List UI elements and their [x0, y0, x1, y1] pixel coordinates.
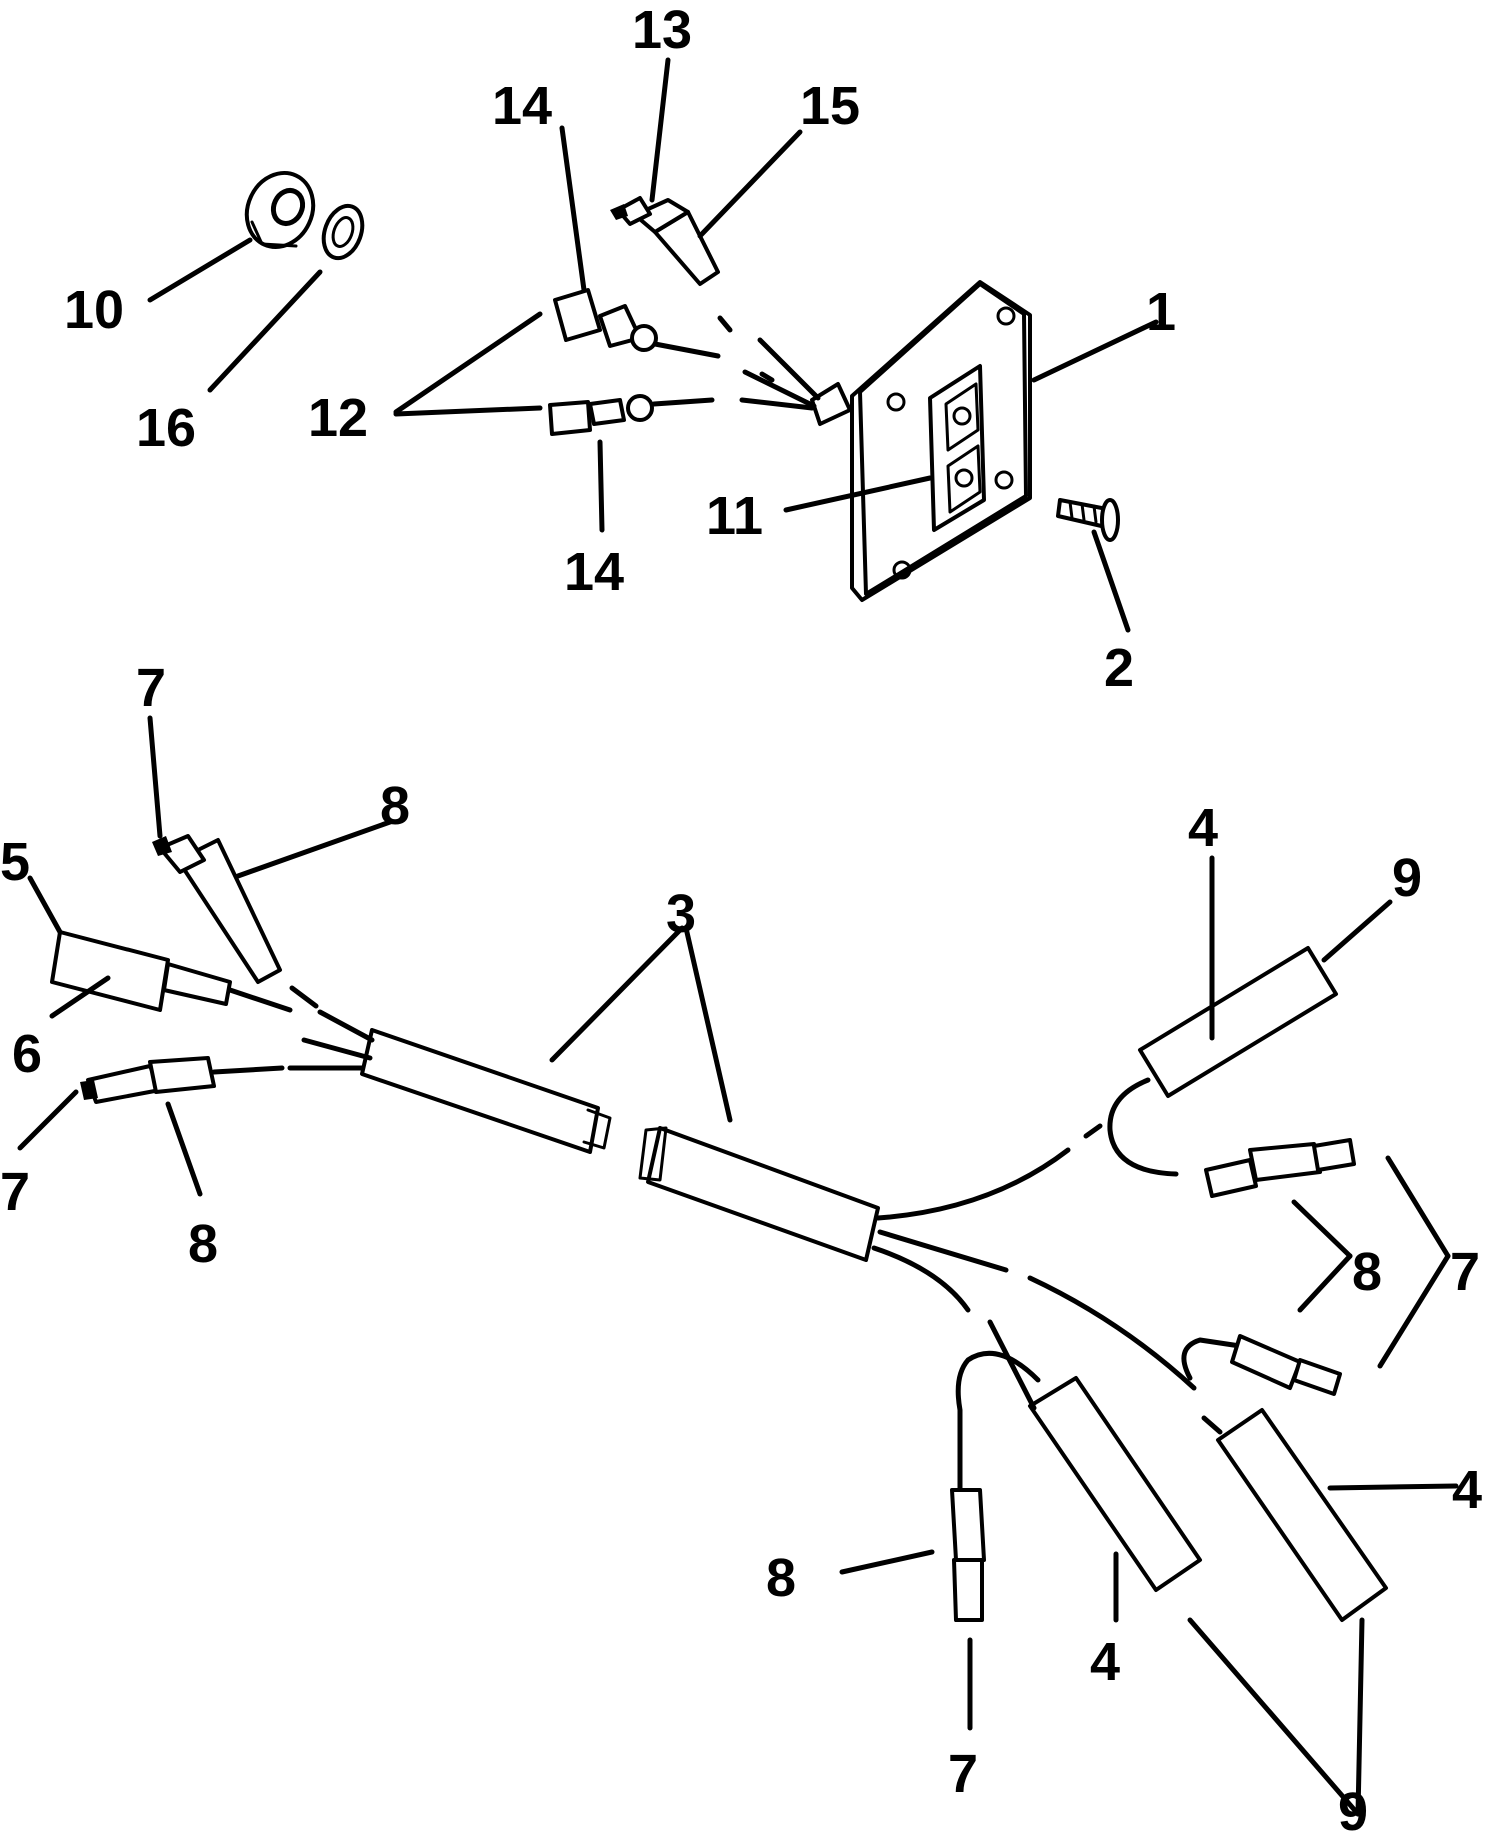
sleeve-connector-part-14-bottom [548, 394, 715, 436]
callout-1: 1 [1146, 282, 1176, 342]
callout-10: 10 [64, 280, 124, 340]
callout-9-bottom: 9 [1338, 1782, 1368, 1832]
switch-wire-leads [717, 315, 852, 426]
harness-right-section-part-3 [638, 1126, 1071, 1313]
callout-7-bottom: 7 [948, 1744, 978, 1804]
callout-6: 6 [12, 1024, 42, 1084]
sleeve-upper-right-part-4-9 [1083, 946, 1338, 1177]
bullet-connector-part-15 [610, 196, 720, 286]
callout-5: 5 [0, 832, 30, 892]
sleeve-connector-part-14-top [553, 288, 721, 359]
callout-14-bottom: 14 [564, 542, 624, 602]
connector-right-lower-part-7-8 [1027, 1275, 1342, 1396]
connector-right-upper-part-7-8 [1204, 1138, 1356, 1198]
callout-13-top: 13 [632, 0, 692, 60]
callout-11: 11 [706, 486, 763, 546]
connector-lower-left-part-7-8 [80, 1056, 285, 1104]
callout-8-lower-left: 8 [188, 1214, 218, 1274]
harness-left-section-part-3 [287, 1009, 612, 1154]
sleeve-lower-right-part-4-9 [1201, 1408, 1388, 1622]
sleeve-part-5-6 [50, 930, 293, 1013]
callout-12: 12 [308, 388, 368, 448]
callout-4-right: 4 [1452, 1460, 1482, 1520]
leader-lines [17, 57, 1459, 1817]
callout-7-right: 7 [1450, 1242, 1480, 1302]
callout-7-upper-left: 7 [136, 658, 166, 718]
screw-part-2 [1056, 498, 1120, 542]
callout-2: 2 [1104, 638, 1134, 698]
callout-3: 3 [666, 884, 696, 944]
connector-bottom-part-7-8 [950, 1488, 986, 1622]
rocker-switch-part-11 [928, 364, 986, 532]
callout-4-bottom: 4 [1090, 1632, 1120, 1692]
callout-16: 16 [136, 398, 196, 458]
callout-8-upper-left: 8 [380, 776, 410, 836]
callout-14-top: 14 [492, 76, 552, 136]
callout-15-top: 15 [800, 76, 860, 136]
connector-upper-left-part-7-8 [152, 834, 319, 1009]
nut-part-10 [244, 171, 316, 249]
switch-plate-part-1 [850, 280, 1032, 602]
sleeve-bottom-part-4-9 [955, 1319, 1202, 1592]
callout-8-bottom: 8 [766, 1548, 796, 1608]
washer-part-16 [321, 203, 365, 261]
callout-4-top: 4 [1188, 798, 1218, 858]
callout-9-top: 9 [1392, 848, 1422, 908]
callout-7-lower-left: 7 [0, 1162, 30, 1222]
callout-8-right: 8 [1352, 1242, 1382, 1302]
